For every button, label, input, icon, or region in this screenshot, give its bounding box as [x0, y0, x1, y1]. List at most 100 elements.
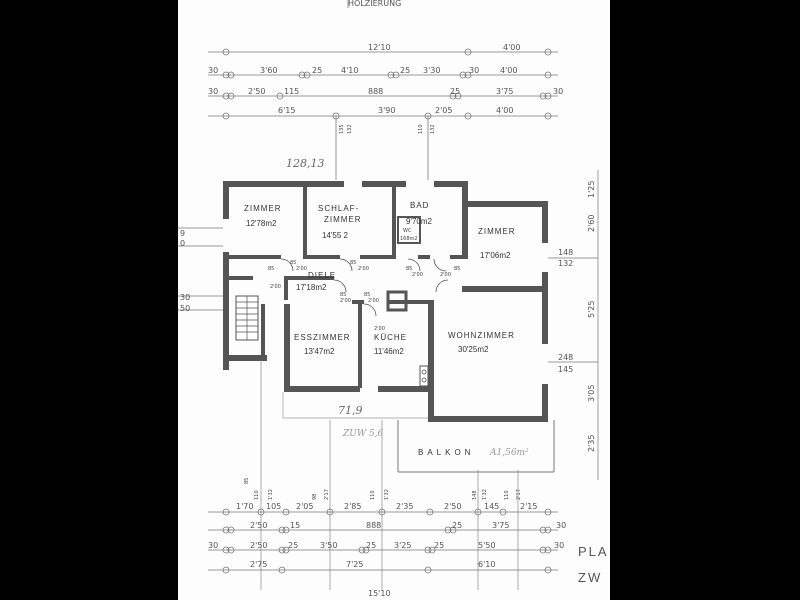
- door-mark: 85: [406, 266, 412, 272]
- door-mark: 85: [268, 266, 274, 272]
- dim-bottom-1b: 105: [266, 502, 281, 511]
- room-zimmer-1-name: ZIMMER: [244, 204, 282, 213]
- dim-top-4a: 6'15: [278, 106, 295, 115]
- floor-plan-sheet: HOLZIERUNG 12'10 4'00 30 3'60 25 4'10 25…: [178, 0, 610, 600]
- walls: [223, 181, 548, 422]
- room-kueche-name: KÜCHE: [374, 333, 407, 342]
- dim-bottom-cut: 15'10: [368, 589, 391, 598]
- room-bad-name: BAD: [410, 201, 429, 210]
- room-bad-area: 9'70m2: [406, 217, 433, 226]
- dim-vert: 1'32: [384, 489, 390, 500]
- dim-vert: 110: [370, 490, 376, 500]
- dim-bottom-3f: 3'25: [394, 541, 411, 550]
- dim-bottom-1d: 2'85: [344, 502, 361, 511]
- dim-bottom-3i: 30: [554, 541, 564, 550]
- dim-right-f: 248: [558, 353, 573, 362]
- dim-bottom-2c: 888: [366, 521, 381, 530]
- dim-top-2b: 3'60: [260, 66, 277, 75]
- dim-left-d: 50: [180, 304, 190, 313]
- dim-bottom-1a: 1'70: [236, 502, 253, 511]
- dim-bottom-3a: 30: [208, 541, 218, 550]
- room-wc-area: 168m2: [400, 236, 418, 242]
- dim-top-small-d: 132: [430, 124, 436, 134]
- dim-right-d: 132: [558, 259, 573, 268]
- room-schlafzimmer-area: 14'55 2: [322, 231, 349, 240]
- door-mark: 2'00: [374, 326, 385, 332]
- dim-bottom-3b: 2'50: [250, 541, 267, 550]
- dim-top-3e: 25: [450, 87, 460, 96]
- handwritten-mid-note: 71,9: [338, 404, 363, 417]
- dim-bottom-1h: 2'15: [520, 502, 537, 511]
- door-mark: 85: [454, 266, 460, 272]
- door-mark: 2'00: [368, 298, 379, 304]
- dim-bottom-3g: 25: [434, 541, 444, 550]
- dim-vert: 1'32: [268, 489, 274, 500]
- dim-bottom-1c: 2'05: [296, 502, 313, 511]
- dim-left-a: 9: [180, 229, 185, 238]
- dim-bottom-2e: 3'75: [492, 521, 509, 530]
- dim-left-b: 0: [180, 239, 185, 248]
- dim-top-2h: 4'00: [500, 66, 517, 75]
- door-mark: 85: [340, 292, 346, 298]
- dim-top-3d: 888: [368, 87, 383, 96]
- door-mark: 85: [290, 260, 296, 266]
- bottom-dimension-chain: [208, 508, 558, 574]
- dim-top-3c: 115: [284, 87, 299, 96]
- header-cut-text: HOLZIERUNG: [348, 0, 401, 8]
- top-dimension-chain: [208, 48, 558, 180]
- room-esszimmer-area: 13'47m2: [304, 347, 335, 356]
- dim-top-4c: 2'05: [435, 106, 452, 115]
- dim-right-b: 2'60: [587, 215, 596, 232]
- handwritten-top-note: 128,13: [286, 157, 325, 170]
- dim-bottom-2d: 25: [452, 521, 462, 530]
- dim-bottom-3h: 5'50: [478, 541, 495, 550]
- dim-top-2f: 3'30: [423, 66, 440, 75]
- room-diele-area: 17'18m2: [296, 283, 327, 292]
- room-schlafzimmer-name-1: SCHLAF-: [318, 204, 359, 213]
- dim-top-2d: 4'10: [341, 66, 358, 75]
- door-mark: 85: [350, 260, 356, 266]
- dim-bottom-3e: 25: [366, 541, 376, 550]
- dim-vert: 1'32: [482, 489, 488, 500]
- door-mark: 2'00: [270, 284, 281, 290]
- dim-vert: 2'17: [516, 489, 522, 500]
- dim-top-2e: 25: [400, 66, 410, 75]
- dim-vert: 98: [312, 494, 318, 500]
- dim-bottom-3c: 25: [288, 541, 298, 550]
- door-mark: 85: [364, 292, 370, 298]
- dim-top-small-b: 132: [347, 124, 353, 134]
- dim-right-e: 5'25: [587, 301, 596, 318]
- dim-vert: 110: [254, 490, 260, 500]
- dim-right-c: 148: [558, 248, 573, 257]
- dim-top-2a: 30: [208, 66, 218, 75]
- dim-top-4b: 3'90: [378, 106, 395, 115]
- dim-vert: 148: [472, 490, 478, 500]
- door-mark-labels: 85 2'00 85 2'00 85 2'00 85 2'00 85 2'00 …: [268, 260, 460, 332]
- dim-top-3g: 30: [553, 87, 563, 96]
- dim-top-small-c: 110: [418, 124, 424, 134]
- floor-plan-drawing: HOLZIERUNG 12'10 4'00 30 3'60 25 4'10 25…: [178, 0, 607, 598]
- dim-bottom-2b: 15: [290, 521, 300, 530]
- dim-top-3a: 30: [208, 87, 218, 96]
- room-zimmer-2-name: ZIMMER: [478, 227, 516, 236]
- dim-bottom-1g: 145: [484, 502, 499, 511]
- room-zimmer-2-area: 17'06m2: [480, 251, 511, 260]
- fixtures: [178, 170, 599, 590]
- room-schlafzimmer-name-2: ZIMMER: [324, 215, 362, 224]
- dim-bottom-1f: 2'50: [444, 502, 461, 511]
- handwritten-balkon-note: A1,56m²: [489, 448, 529, 458]
- room-esszimmer-name: ESSZIMMER: [294, 333, 351, 342]
- dim-bottom-4c: 6'10: [478, 560, 495, 569]
- dim-top-3f: 3'75: [496, 87, 513, 96]
- dim-bottom-3d: 3'50: [320, 541, 337, 550]
- room-balkon-name: BALKON: [418, 448, 474, 457]
- dim-vert: 2'17: [324, 489, 330, 500]
- dim-top-2g: 30: [469, 66, 479, 75]
- dim-top-4d: 4'00: [496, 106, 513, 115]
- vertical-mid-dimensions: 85 110 1'32 98 2'17 110 1'32 148 1'32 11…: [244, 478, 522, 500]
- dim-bottom-4b: 7'25: [346, 560, 363, 569]
- right-black-margin: [610, 0, 800, 600]
- door-mark: 2'00: [340, 298, 351, 304]
- dim-right-i: 2'35: [587, 435, 596, 452]
- dim-right-g: 145: [558, 365, 573, 374]
